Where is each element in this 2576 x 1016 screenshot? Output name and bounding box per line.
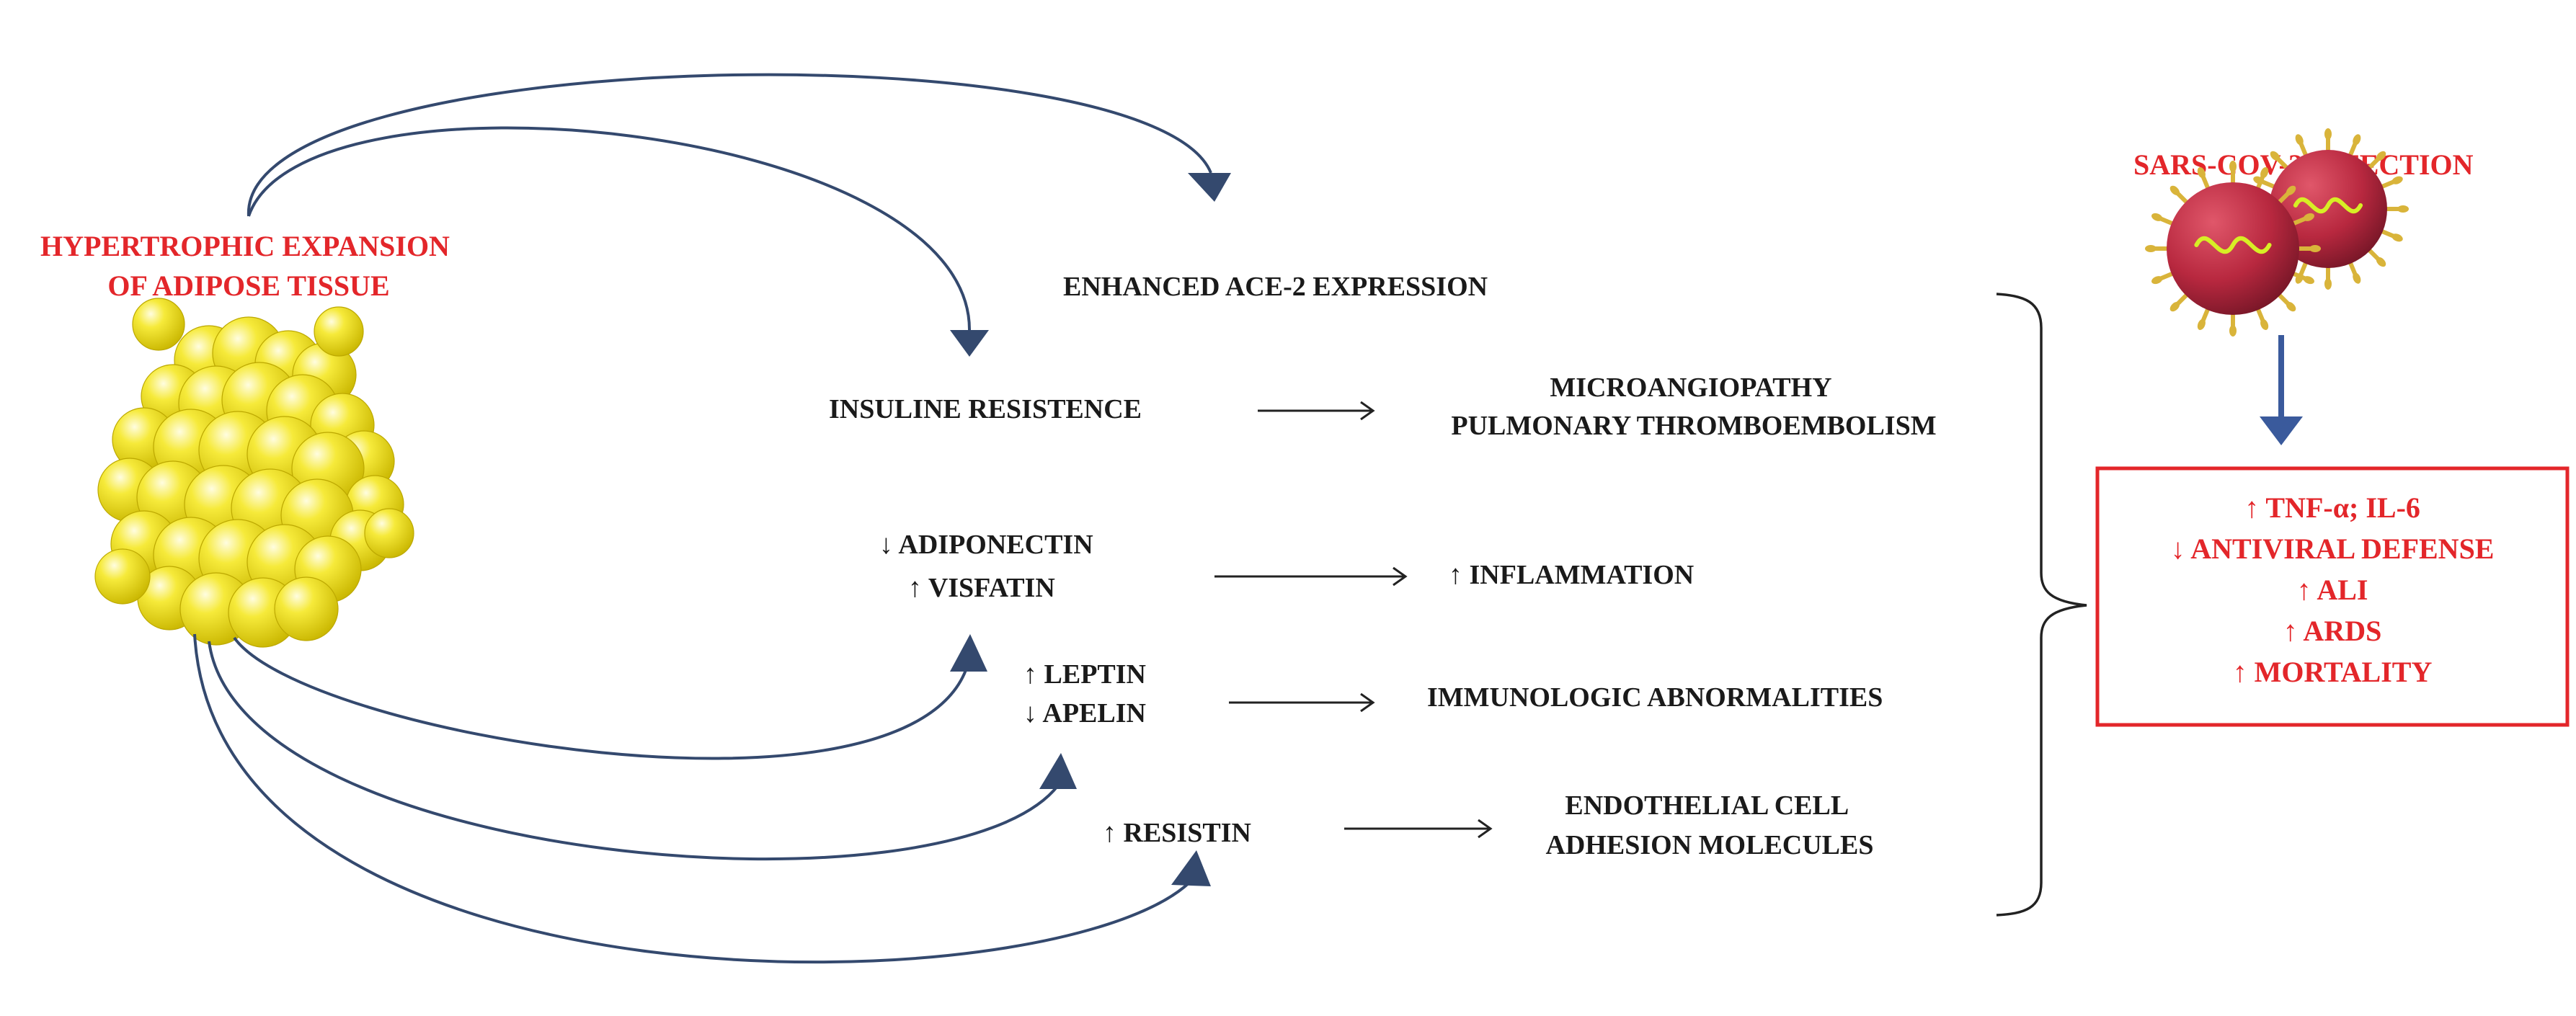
outcome-item: ↑ TNF-α; IL-6 — [2244, 491, 2420, 524]
inflammation-label: ↑ INFLAMMATION — [1449, 560, 1694, 590]
resistin-label: ↑ RESISTIN — [1103, 818, 1251, 848]
fat-cell — [314, 306, 364, 357]
arrowhead-apelin — [1039, 753, 1077, 789]
arrowhead-resistin — [1171, 850, 1211, 886]
fat-cell — [274, 576, 339, 641]
adipose-arrows — [193, 73, 1231, 964]
ace2-label: ENHANCED ACE-2 EXPRESSION — [1063, 272, 1488, 302]
arrowhead-ace2 — [1188, 173, 1231, 202]
outcome-box — [2095, 466, 2570, 727]
outcome-item: ↑ ALI — [2297, 574, 2368, 606]
adiponectin-label: ↓ ADIPONECTIN — [879, 530, 1093, 560]
endothelial-label: ENDOTHELIAL CELL ADHESION MOLECULES — [1545, 790, 1873, 860]
outcome-item: ↓ ANTIVIRAL DEFENSE — [2170, 532, 2494, 565]
effect-arrows — [1214, 401, 1493, 839]
fat-cell — [94, 548, 151, 605]
arrowhead-apelin-immuno — [1360, 692, 1375, 713]
arrowhead-visfatin — [950, 634, 987, 672]
visfatin-label: ↑ VISFATIN — [908, 573, 1055, 603]
virus-particle — [2247, 128, 2409, 290]
virus-down-arrowhead — [2260, 416, 2303, 445]
arrowhead-resistin-endothelial — [1478, 819, 1493, 839]
immuno-label: IMMUNOLOGIC ABNORMALITIES — [1427, 682, 1883, 713]
outcome-item: ↑ ARDS — [2283, 615, 2382, 647]
insulin-label: INSULINE RESISTENCE — [829, 394, 1142, 424]
leptin-label: ↑ LEPTIN — [1023, 659, 1146, 690]
outcome-item: ↑ MORTALITY — [2233, 656, 2433, 688]
arrowhead-insulin-micro — [1360, 401, 1375, 421]
arrow-to-insulin — [247, 126, 972, 332]
grouping-bracket — [1996, 293, 2087, 917]
arrowhead-visfatin-inflammation — [1393, 566, 1408, 587]
arrowhead-insulin — [950, 330, 989, 357]
arrow-to-ace2 — [247, 73, 1212, 217]
arrow-to-apelin — [208, 641, 1060, 860]
micro-label: MICROANGIOPATHY PULMONARY THROMBOEMBOLIS… — [1451, 373, 1936, 441]
arrow-to-visfatin — [233, 636, 967, 760]
outcome-list: ↑ TNF-α; IL-6 ↓ ANTIVIRAL DEFENSE ↑ ALI … — [2170, 491, 2494, 688]
arrow-to-resistin — [193, 633, 1191, 964]
adipose-cluster-icon — [94, 298, 414, 648]
virus-icon — [2145, 128, 2409, 337]
fat-cell — [132, 298, 185, 351]
apelin-label: ↓ APELIN — [1023, 698, 1146, 728]
virus-particle — [2145, 161, 2321, 337]
source-label: HYPERTROPHIC EXPANSION OF ADIPOSE TISSUE — [40, 230, 457, 302]
fat-cell — [364, 508, 414, 558]
